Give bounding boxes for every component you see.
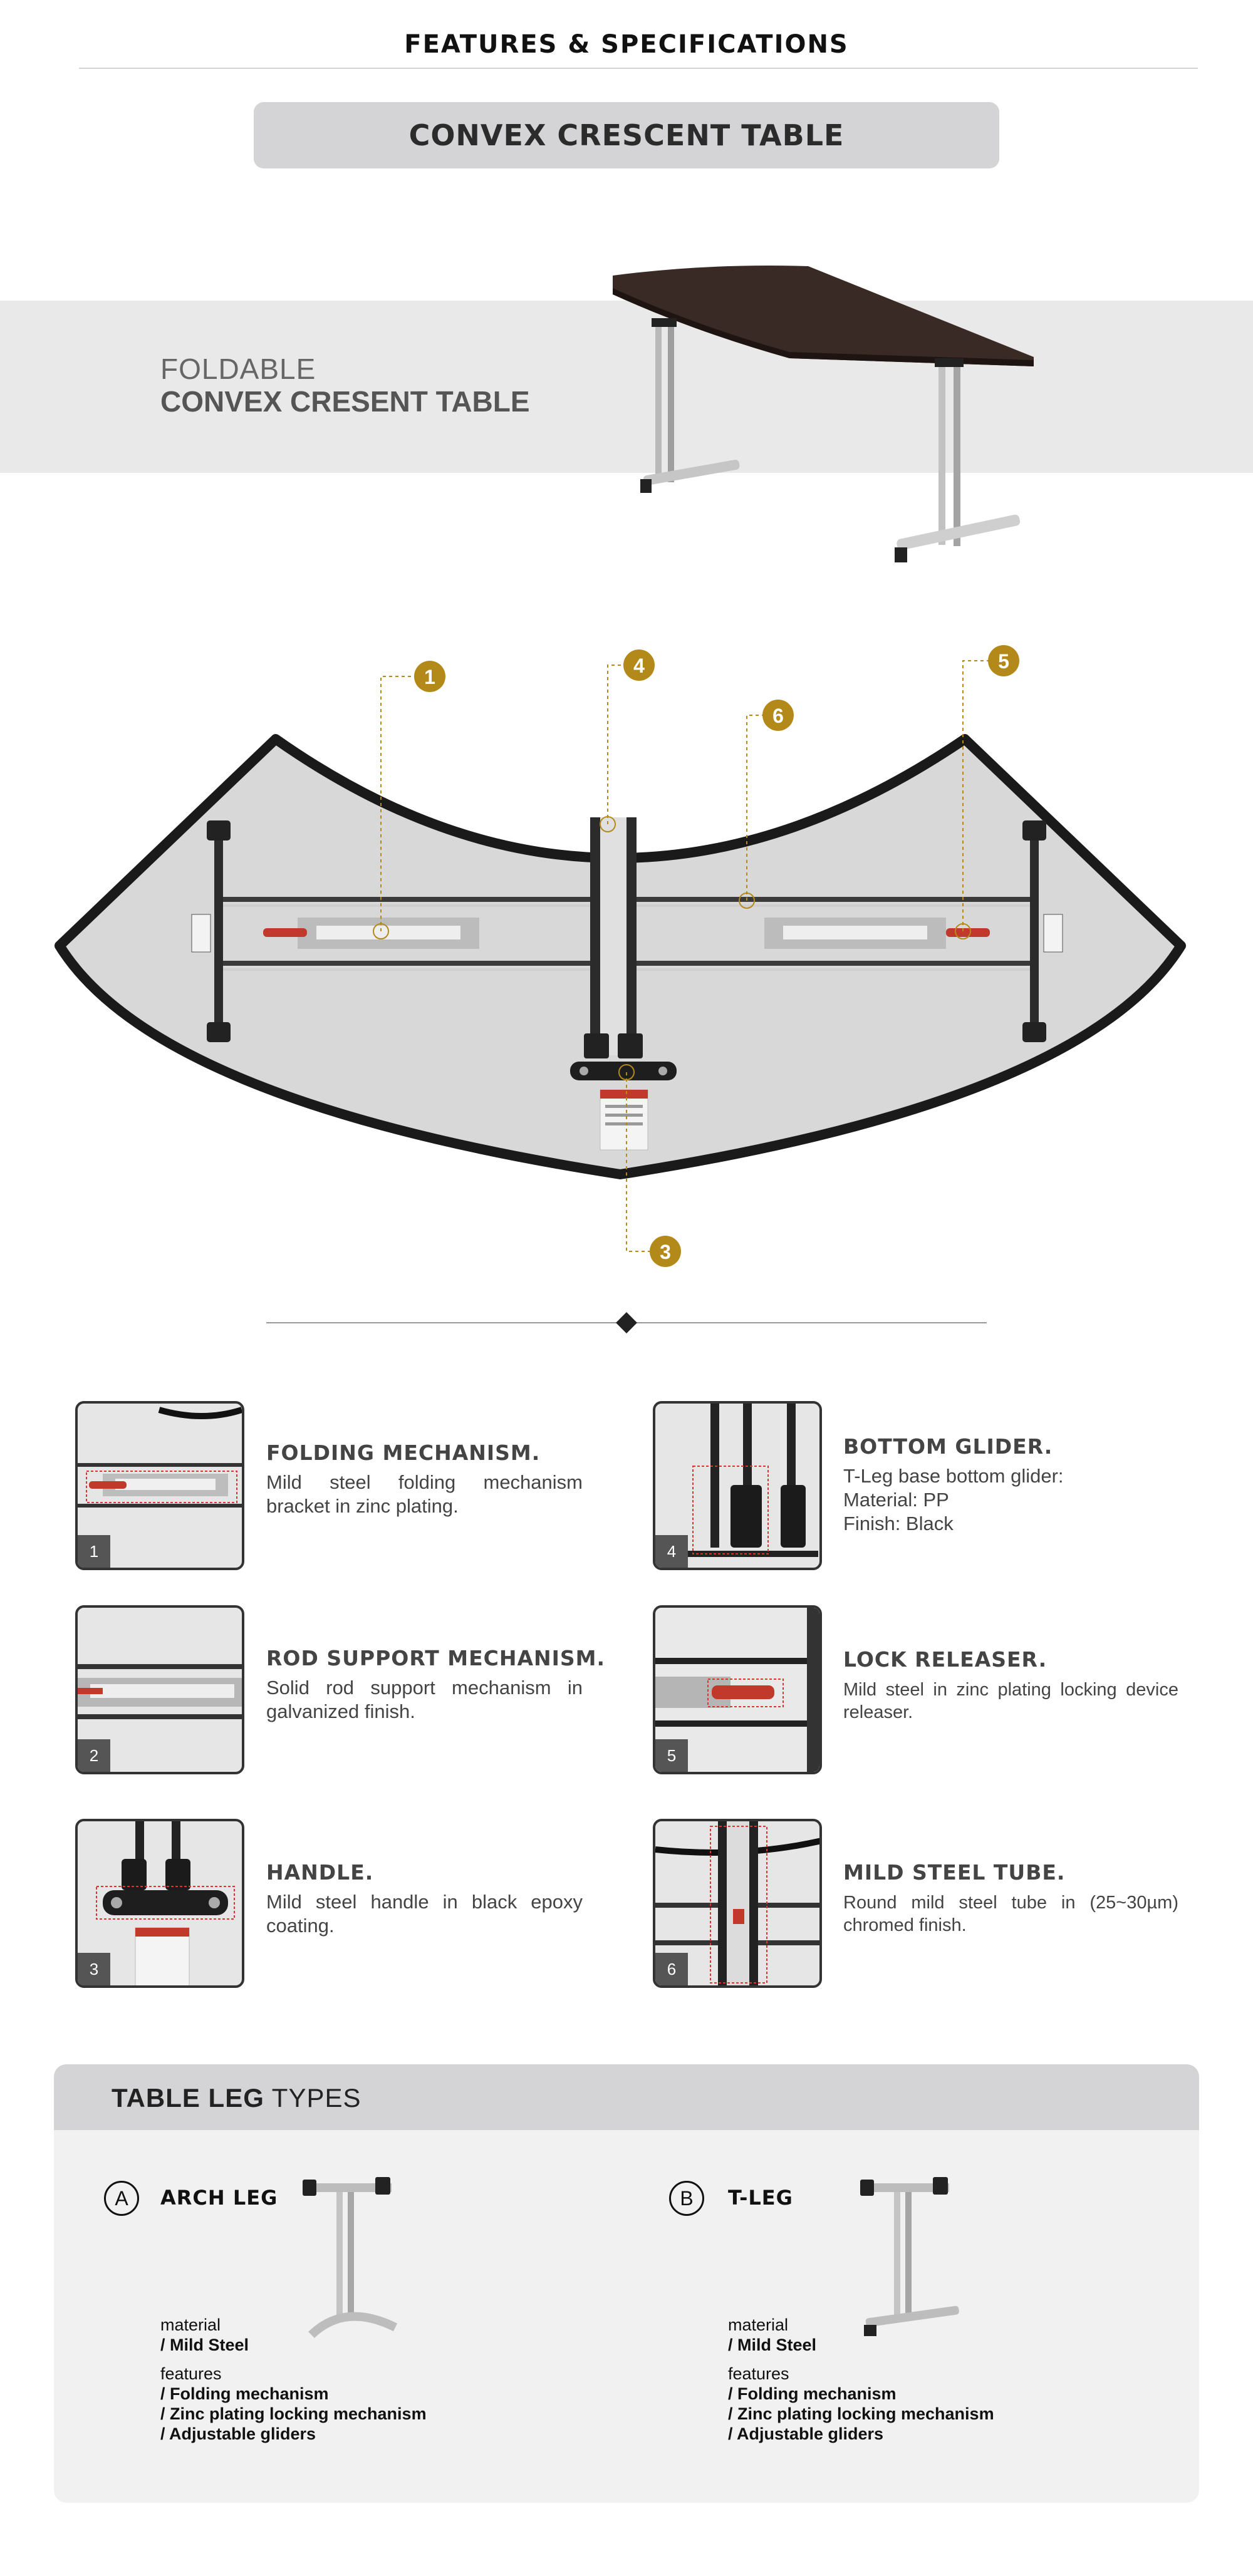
callout-6: 6 [762,700,794,731]
callout-1: 1 [414,661,445,692]
hero-title: CONVEX CRESENT TABLE [160,385,530,418]
title-divider [79,68,1198,69]
arch-leg-image [303,2177,398,2339]
callout-1-label: 1 [424,666,435,688]
feature-title: LOCK RELEASER. [843,1647,1048,1672]
feature-image-mild-steel-tube: 6 [653,1819,822,1988]
feature-description: T-Leg base bottom glider: Material: PP F… [843,1464,1169,1536]
feature-description-line: Material: PP [843,1489,949,1511]
callout-3: 3 [650,1236,681,1267]
feature-image-lock-releaser: 5 [653,1605,822,1774]
leg-a-badge: A [104,2181,139,2216]
feature-item: / Zinc plating locking mechanism [728,2404,994,2423]
feature-image-bottom-glider: 4 [653,1401,822,1570]
leg-types-panel: TABLE LEG TYPES A ARCH LEG material / Mi… [54,2064,1199,2503]
leg-a-name: ARCH LEG [160,2186,278,2210]
leg-types-header [54,2064,1199,2130]
divider-diamond [616,1312,637,1333]
feature-number: 5 [655,1739,688,1772]
leg-b-material: material / Mild Steel [728,2315,816,2355]
feature-description: Mild steel handle in black epoxy coating… [266,1891,583,1937]
feature-title: MILD STEEL TUBE. [843,1860,1066,1885]
table-underside-diagram: 1 4 6 5 3 [55,645,1186,1267]
feature-number: 3 [78,1953,110,1985]
callout-6-label: 6 [772,705,784,727]
leg-types-heading-bold: TABLE LEG [112,2083,264,2113]
callout-3-label: 3 [660,1241,671,1263]
feature-number: 6 [655,1953,688,1985]
feature-item: / Folding mechanism [728,2384,897,2403]
leg-a-features: features / Folding mechanism / Zinc plat… [160,2364,427,2444]
feature-image-rod-support: 2 [75,1605,244,1774]
leg-a-material: material / Mild Steel [160,2315,249,2355]
feature-item: / Zinc plating locking mechanism [160,2404,427,2423]
hero-band [0,301,1253,473]
feature-description-line: Finish: Black [843,1513,954,1534]
material-value: / Mild Steel [728,2335,817,2354]
feature-image-handle: 3 [75,1819,244,1988]
feature-description: Solid rod support mechanism in galvanize… [266,1677,583,1722]
page-title: FEATURES & SPECIFICATIONS [404,30,849,59]
feature-item: / Adjustable gliders [728,2424,884,2443]
feature-title: BOTTOM GLIDER. [843,1434,1053,1459]
feature-number: 4 [655,1535,688,1568]
feature-item: / Folding mechanism [160,2384,329,2403]
callout-4-label: 4 [633,654,645,677]
material-value: / Mild Steel [160,2335,249,2354]
material-label: material [728,2315,789,2334]
material-label: material [160,2315,221,2334]
product-name-banner: CONVEX CRESCENT TABLE [254,102,999,168]
t-leg-image [860,2177,959,2336]
feature-title: FOLDING MECHANISM. [266,1441,541,1465]
feature-description: Mild steel in zinc plating locking devic… [843,1680,1178,1722]
feature-number: 2 [78,1739,110,1772]
leg-types-heading: TABLE LEG TYPES [112,2083,361,2113]
feature-description-line: T-Leg base bottom glider: [843,1465,1064,1487]
features-label: features [160,2364,222,2383]
feature-item: / Adjustable gliders [160,2424,316,2443]
feature-image-folding-mechanism: 1 [75,1401,244,1570]
leg-types-heading-rest: TYPES [264,2083,361,2113]
callout-5: 5 [988,645,1019,676]
leg-b-badge: B [669,2181,704,2216]
leg-b-name: T-LEG [728,2186,793,2210]
feature-number: 1 [78,1535,110,1568]
leg-b-features: features / Folding mechanism / Zinc plat… [728,2364,994,2444]
feature-title: HANDLE. [266,1860,374,1885]
feature-description: Mild steel folding mechanism bracket in … [266,1471,583,1517]
table-product-image [613,266,1034,562]
feature-title: ROD SUPPORT MECHANISM. [266,1646,606,1670]
features-label: features [728,2364,789,2383]
callout-4: 4 [623,649,655,681]
hero-subtitle: FOLDABLE [160,353,316,385]
callout-5-label: 5 [998,650,1009,673]
feature-description: Round mild steel tube in (25~30µm) chrom… [843,1893,1178,1935]
